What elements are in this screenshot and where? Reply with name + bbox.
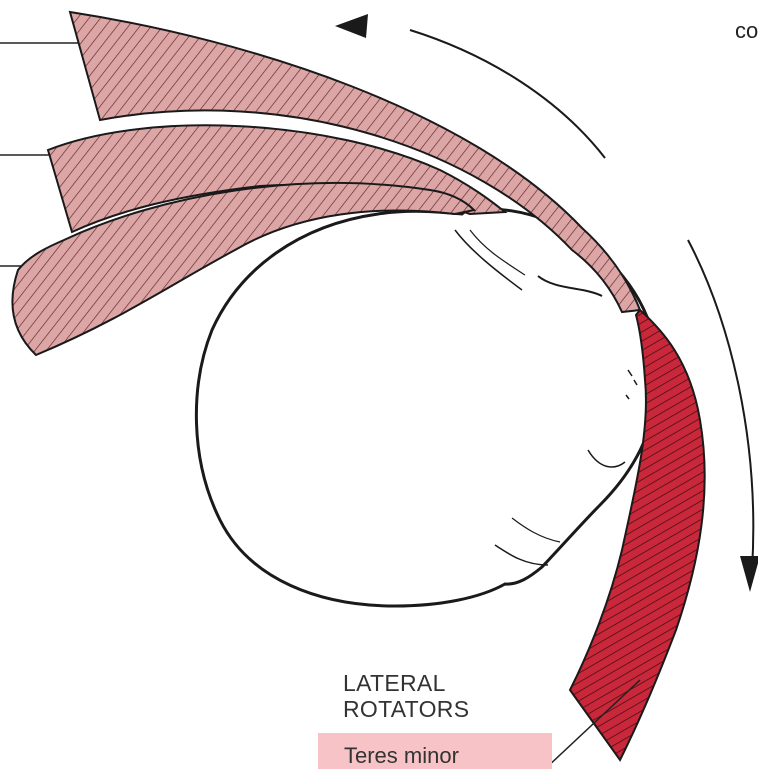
teres-minor-label: Teres minor [318, 733, 552, 769]
corner-text-fragment: co [735, 18, 758, 44]
group-label-line-2: ROTATORS [343, 696, 469, 722]
humeral-head-bone [196, 209, 658, 606]
arrow-right-head [740, 556, 758, 592]
group-label-line-1: LATERAL [343, 670, 469, 696]
arrow-upper-head [335, 14, 368, 38]
lateral-rotators-label: LATERAL ROTATORS [343, 670, 469, 722]
